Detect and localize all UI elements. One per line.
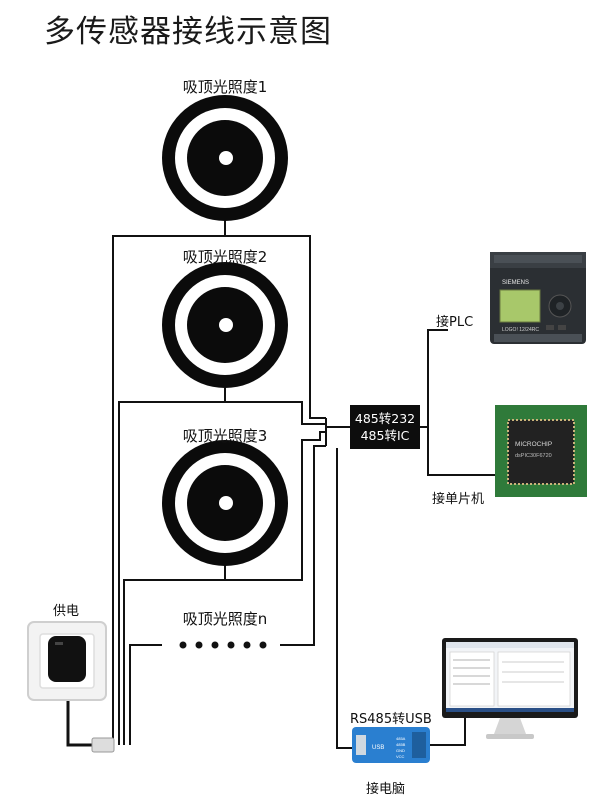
wire-usb-to-pc [430,718,466,746]
wire-sensor3 [123,565,226,745]
sensor-2-label: 吸顶光照度2 [182,248,268,266]
plc-label: 接PLC [436,315,474,330]
wire-sensor-n-right [280,445,326,646]
usb-text-2: 485A [396,736,406,741]
usb-text-3: 485B [396,742,406,747]
pc-label: 接电脑 [366,782,406,797]
sensor-3-icon [162,440,288,566]
converter-line-2: 485转IC [360,428,410,443]
wire-sensor2-right [225,401,326,425]
diagram-title: 多传感器接线示意图 [44,14,332,50]
ellipsis-dots [179,641,267,649]
usb-text-4: GND [396,748,405,753]
power-label: 供电 [53,604,80,619]
usb-adapter-label: RS485转USB [350,712,432,727]
usb-text-5: VCC [396,754,405,759]
mcu-board-icon: MICROCHIP dsPIC30F6720 [495,405,587,497]
wire-converter-out [420,329,448,428]
plc-brand-text: SIEMENS [502,280,529,286]
wire-to-mcu [427,427,495,476]
mcu-label: 接单片机 [432,492,485,507]
converter-line-1: 485转232 [354,411,416,426]
plc-icon: SIEMENS LOGO! 12/24RC [490,252,586,344]
chip-part-text: dsPIC30F6720 [515,453,552,459]
sensor-n-label: 吸顶光照度n [182,610,268,628]
wire-sensor1 [112,220,226,745]
monitor-icon [442,638,578,739]
sensor-2-icon [162,262,288,388]
usb-text-1: USB [372,745,384,751]
sensor-3-label: 吸顶光照度3 [182,427,268,445]
cable-connector [91,737,115,753]
converter-box: 485转232 485转IC [350,405,420,449]
sensor-1-label: 吸顶光照度1 [182,78,268,96]
plc-model-text: LOGO! 12/24RC [502,327,539,333]
sensor-1-icon [162,95,288,221]
wire-sensor3-right [225,431,326,581]
power-socket [27,621,107,701]
wire-to-usb [336,448,352,749]
chip-brand-text: MICROCHIP [515,441,552,448]
wire-sensor1-right [225,235,326,419]
wire-sensor2 [118,388,226,745]
wire-sensor-n [129,644,162,745]
wiring [66,220,495,749]
usb-adapter-icon: USB 485A 485B GND VCC [352,727,430,763]
